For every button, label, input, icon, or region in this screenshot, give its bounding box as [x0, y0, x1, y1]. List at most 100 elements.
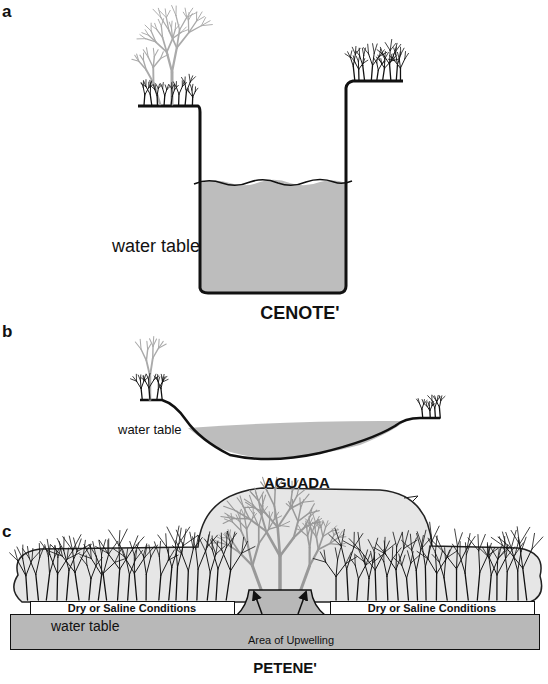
branch — [240, 496, 243, 506]
branch — [491, 558, 498, 575]
branch — [412, 538, 417, 550]
branch — [99, 540, 108, 553]
branch — [443, 551, 456, 568]
branch — [146, 557, 151, 574]
branch — [330, 544, 339, 545]
branch — [143, 556, 146, 575]
branch — [192, 84, 193, 90]
branch — [498, 550, 505, 560]
branch — [428, 396, 432, 401]
branch — [489, 575, 491, 600]
dry-zone-strip: Dry or Saline Conditions — [330, 601, 535, 615]
branch — [332, 529, 334, 535]
node-text: Dry or Saline Conditions — [31, 602, 233, 614]
branch — [178, 94, 180, 106]
branch — [338, 548, 341, 560]
branch — [374, 44, 377, 53]
canopy-mark — [404, 496, 418, 502]
branch — [157, 389, 159, 400]
branch — [369, 54, 373, 66]
branch — [393, 54, 394, 61]
branch — [487, 545, 489, 558]
branch — [434, 408, 436, 418]
branch — [126, 549, 128, 559]
branch — [523, 568, 527, 600]
branch — [165, 534, 167, 547]
branch — [192, 97, 194, 106]
branch — [429, 402, 430, 406]
branch — [141, 389, 142, 400]
panel-letter: c — [2, 522, 11, 542]
branch — [149, 373, 150, 379]
branch — [343, 541, 360, 550]
branch — [358, 565, 365, 579]
branch — [426, 402, 428, 406]
branch — [36, 557, 40, 574]
branch — [161, 560, 169, 575]
branch — [502, 532, 506, 548]
branch — [511, 530, 516, 548]
branch — [407, 563, 411, 578]
branch — [436, 573, 438, 600]
branch — [249, 495, 252, 504]
branch — [190, 77, 195, 82]
branch — [353, 56, 355, 62]
branch — [350, 558, 355, 565]
branch — [161, 374, 163, 380]
panel-letter: b — [2, 322, 12, 342]
branch — [158, 535, 167, 547]
branch — [134, 573, 136, 600]
branch — [243, 506, 249, 519]
branch — [375, 553, 384, 570]
canopy-outline — [14, 488, 542, 602]
branch — [157, 375, 158, 381]
branch — [150, 339, 153, 346]
branch — [386, 576, 388, 600]
branch — [161, 26, 162, 38]
branch — [151, 31, 156, 42]
branch — [479, 551, 480, 573]
branch — [371, 551, 373, 562]
branch — [310, 533, 312, 548]
branch — [278, 527, 280, 556]
branch — [505, 550, 508, 571]
branch — [350, 51, 352, 58]
branch — [354, 555, 355, 565]
branch — [119, 543, 124, 556]
branch — [335, 577, 336, 600]
branch — [176, 16, 180, 30]
branch — [466, 543, 470, 555]
branch — [396, 570, 398, 600]
branch — [468, 538, 479, 551]
branch — [169, 567, 172, 600]
branch — [430, 522, 432, 541]
branch — [140, 55, 144, 61]
branch — [172, 546, 181, 554]
branch — [165, 85, 167, 90]
branch — [410, 534, 411, 550]
branch — [118, 569, 120, 600]
branch — [259, 514, 262, 527]
branch — [231, 532, 235, 547]
branch — [385, 43, 390, 51]
branch — [151, 23, 152, 31]
branch — [310, 549, 319, 565]
branch — [422, 530, 426, 546]
branch — [39, 543, 40, 557]
cenote-outline — [138, 81, 403, 293]
branch — [379, 554, 384, 562]
branch — [154, 376, 157, 381]
branch — [161, 381, 163, 389]
branch — [444, 560, 446, 577]
branch — [119, 529, 127, 545]
branch — [128, 575, 130, 600]
branch — [378, 64, 382, 70]
branch — [130, 541, 135, 554]
branch — [441, 396, 445, 400]
branch — [59, 541, 62, 556]
branch — [439, 551, 442, 563]
branch — [231, 513, 233, 522]
branch — [455, 529, 458, 546]
branch — [201, 25, 212, 26]
branch — [374, 58, 377, 63]
